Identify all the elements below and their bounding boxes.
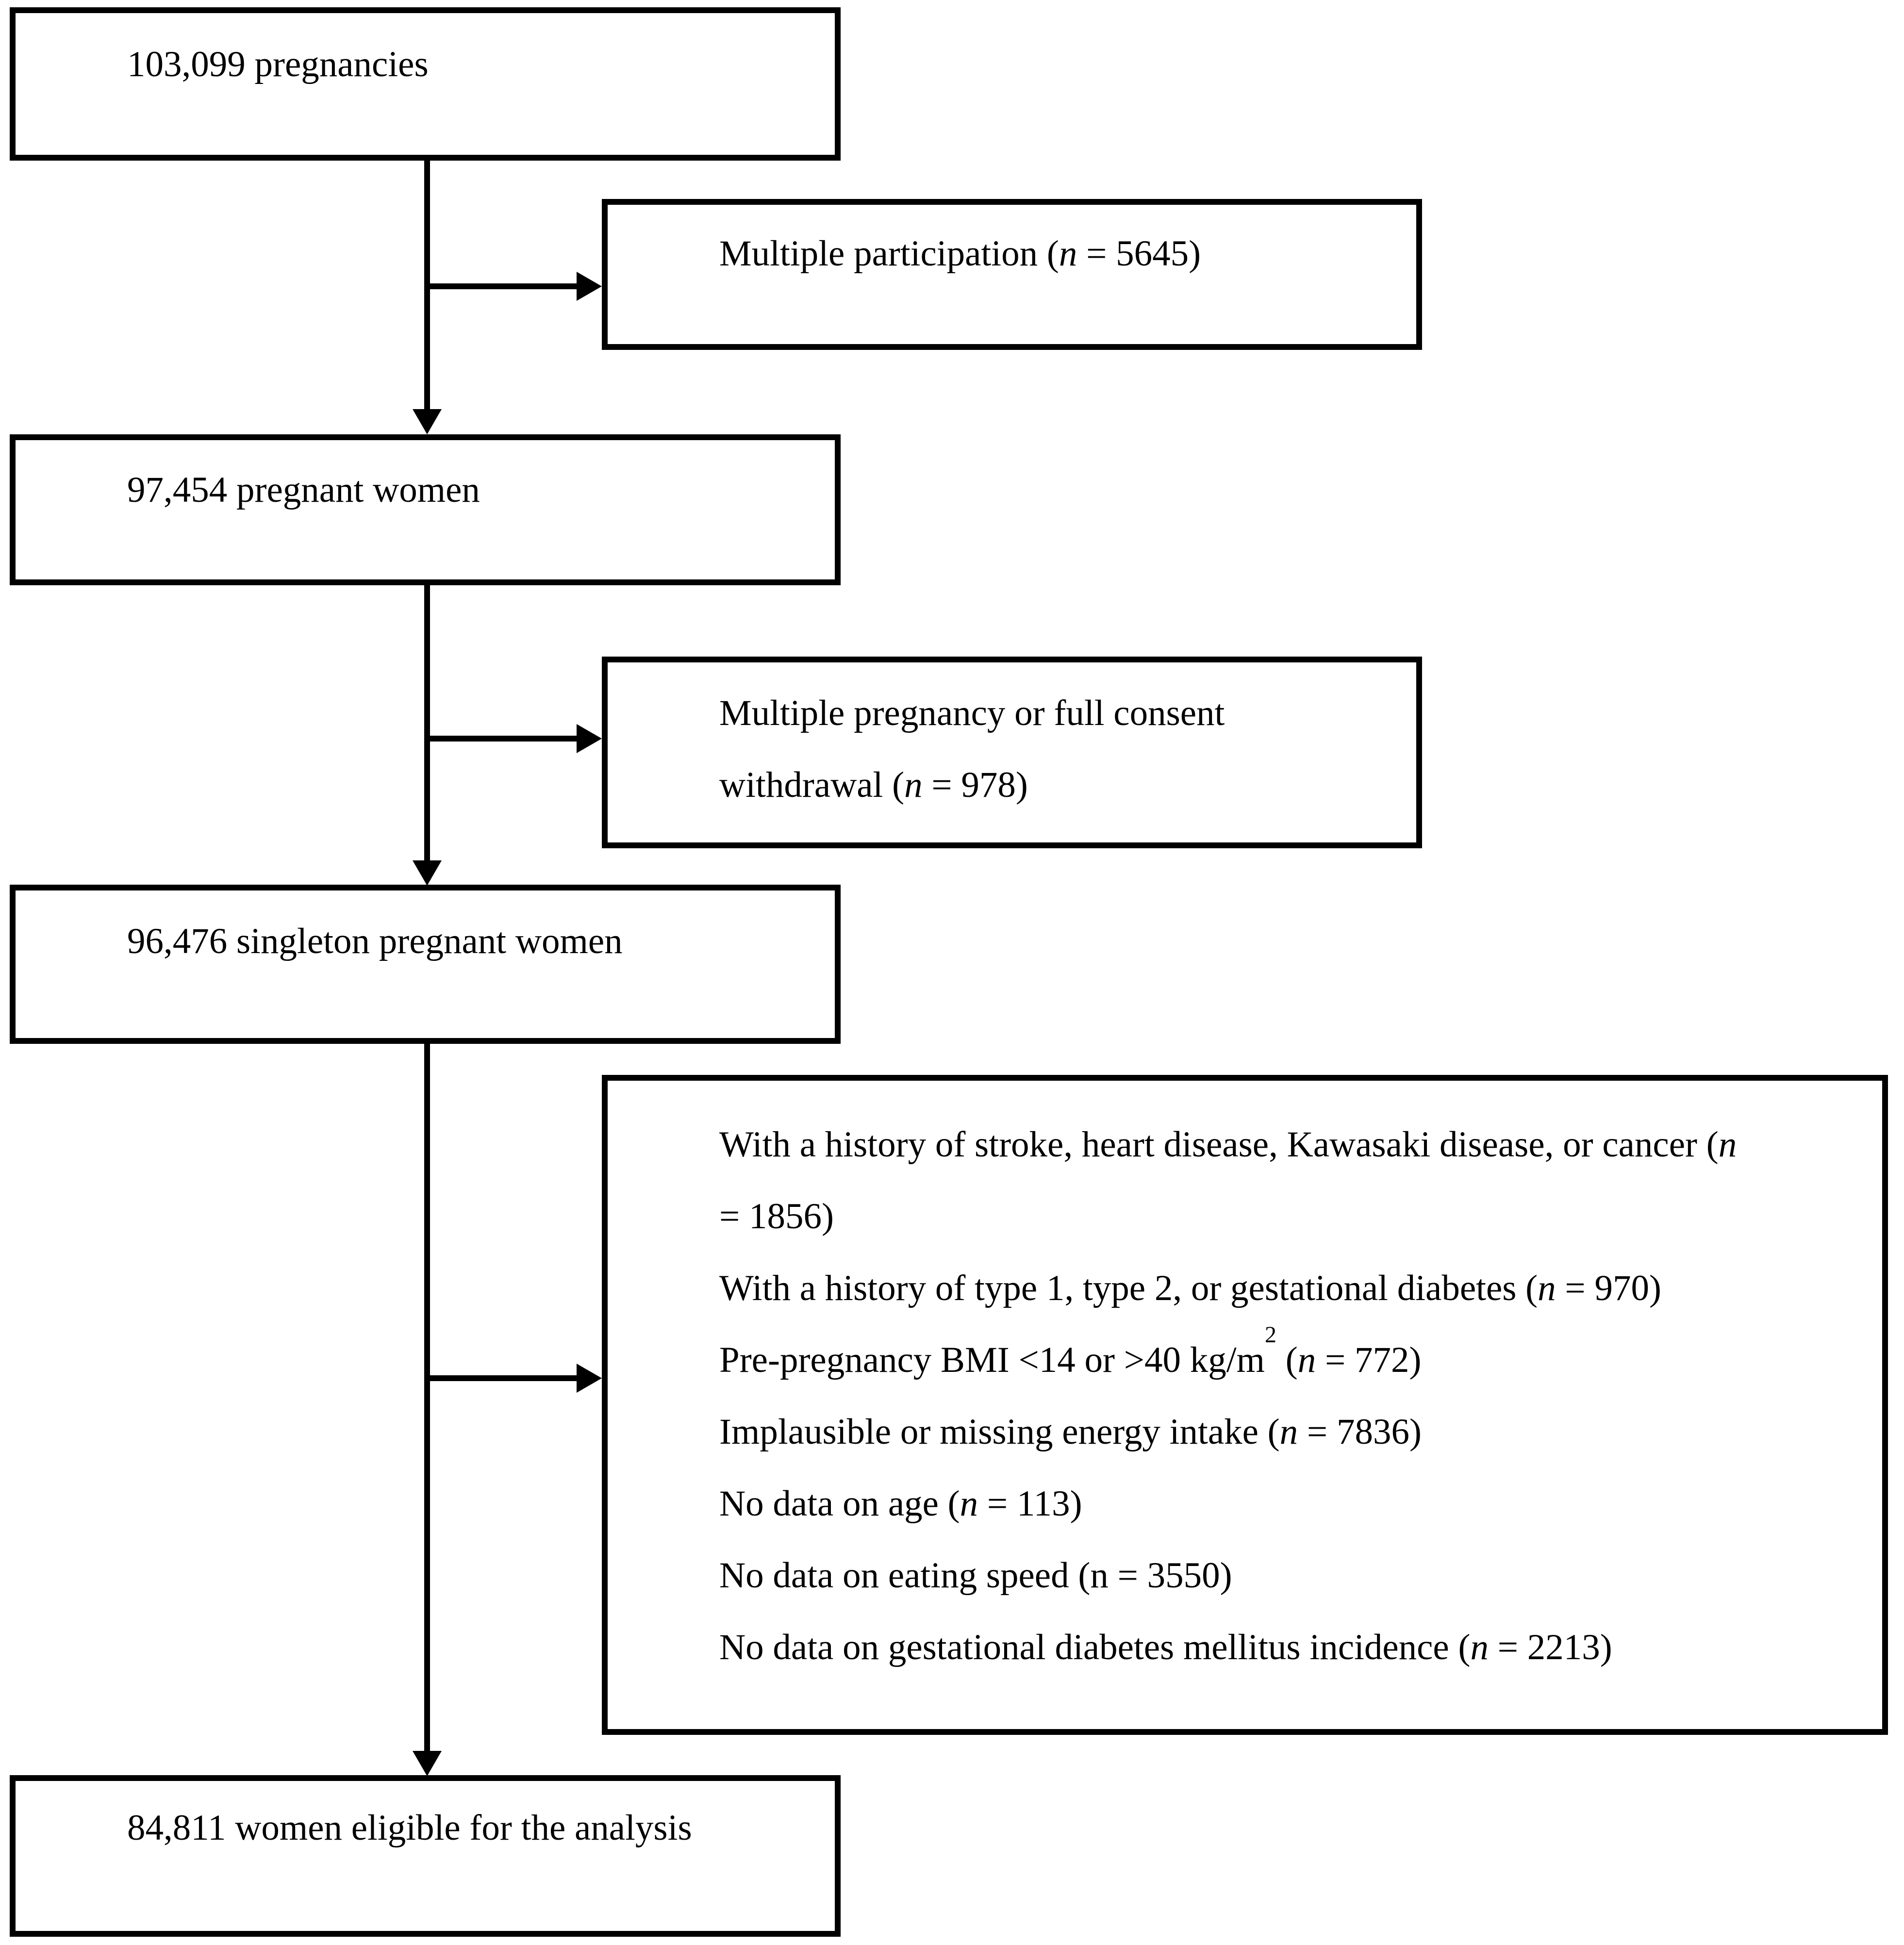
text-line: Implausible or missing energy intake (n … bbox=[719, 1412, 1422, 1452]
branch-line-1 bbox=[427, 283, 579, 289]
branch-line-2 bbox=[427, 736, 579, 742]
branch-line-3 bbox=[427, 1375, 579, 1381]
text-line: Multiple pregnancy or full consent bbox=[719, 693, 1225, 733]
text-line: withdrawal (n = 978) bbox=[719, 765, 1028, 805]
node-singleton-pregnant-women: 96,476 singleton pregnant women bbox=[10, 885, 841, 1044]
text-line: 84,811 women eligible for the analysis bbox=[127, 1808, 692, 1848]
text-line: No data on eating speed (n = 3550) bbox=[719, 1555, 1232, 1596]
arrow-right-icon bbox=[577, 1364, 602, 1393]
arrow-down-icon bbox=[413, 1751, 442, 1776]
flow-line-3 bbox=[424, 1043, 430, 1753]
node-excluded-criteria-list: With a history of stroke, heart disease,… bbox=[602, 1075, 1888, 1735]
flow-line-2 bbox=[424, 585, 430, 862]
text-line: With a history of type 1, type 2, or ges… bbox=[719, 1268, 1661, 1308]
node-pregnant-women: 97,454 pregnant women bbox=[10, 434, 841, 585]
text-line: Multiple participation (n = 5645) bbox=[719, 233, 1201, 274]
node-pregnancies-total: 103,099 pregnancies bbox=[10, 7, 841, 161]
text-line: 103,099 pregnancies bbox=[127, 44, 429, 84]
arrow-down-icon bbox=[413, 409, 442, 434]
text-line: No data on gestational diabetes mellitus… bbox=[719, 1627, 1612, 1667]
node-eligible-women: 84,811 women eligible for the analysis bbox=[10, 1775, 841, 1937]
arrow-right-icon bbox=[577, 272, 602, 301]
text-line: 96,476 singleton pregnant women bbox=[127, 921, 623, 961]
text-line: Pre-pregnancy BMI <14 or >40 kg/m2 (n = … bbox=[719, 1322, 1422, 1381]
text-line: No data on age (n = 113) bbox=[719, 1483, 1082, 1524]
arrow-down-icon bbox=[413, 860, 442, 886]
node-excluded-multiple-pregnancy: Multiple pregnancy or full consent withdr… bbox=[602, 657, 1422, 848]
arrow-right-icon bbox=[577, 724, 602, 753]
node-excluded-multiple-participation: Multiple participation (n = 5645) bbox=[602, 199, 1422, 350]
text-line: = 1856) bbox=[719, 1196, 834, 1236]
text-line: With a history of stroke, heart disease,… bbox=[719, 1124, 1737, 1165]
text-line: 97,454 pregnant women bbox=[127, 470, 480, 510]
